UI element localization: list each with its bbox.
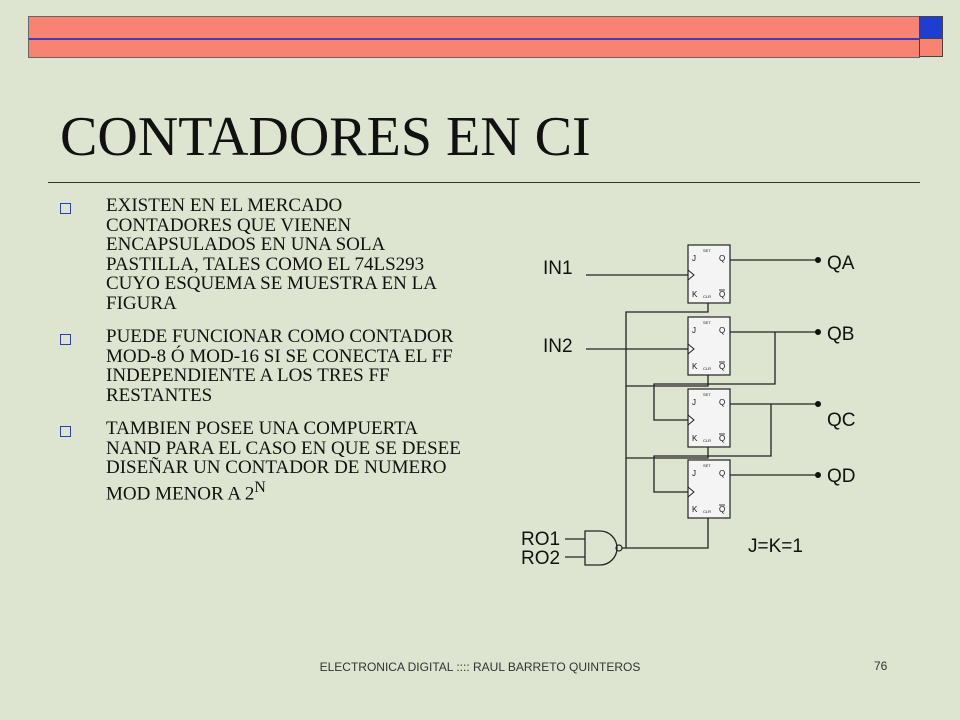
- ff-d: J K Q Q SET CLR: [687, 459, 731, 519]
- svg-text:CLR: CLR: [703, 509, 711, 514]
- ff-c: J K Q Q SET CLR: [687, 388, 731, 448]
- ff-b: J K Q Q SET CLR: [687, 316, 731, 376]
- svg-text:Q: Q: [719, 362, 725, 371]
- label-ro1: RO1: [521, 529, 560, 550]
- svg-text:CLR: CLR: [703, 294, 711, 299]
- svg-text:Q: Q: [719, 398, 725, 407]
- svg-text:K: K: [692, 362, 698, 371]
- svg-text:K: K: [692, 290, 698, 299]
- svg-text:Q: Q: [719, 326, 725, 335]
- svg-text:CLR: CLR: [703, 438, 711, 443]
- banner-square-red: [919, 38, 943, 57]
- svg-text:SET: SET: [703, 320, 711, 325]
- label-ro2: RO2: [521, 548, 560, 569]
- bullet-item: PUEDE FUNCIONAR COMO CONTADOR MOD-8 Ó MO…: [60, 327, 470, 405]
- label-qa: QA: [827, 253, 855, 274]
- slide-title: CONTADORES EN CI: [60, 106, 591, 168]
- svg-text:CLR: CLR: [703, 366, 711, 371]
- nand-bubble: [615, 544, 623, 552]
- svg-text:Q: Q: [719, 254, 725, 263]
- footer-text: ELECTRONICA DIGITAL :::: RAUL BARRETO QU…: [319, 660, 641, 674]
- svg-text:J: J: [692, 326, 696, 335]
- svg-text:Q: Q: [719, 290, 725, 299]
- ff-a: J K Q Q SET CLR: [687, 244, 731, 304]
- label-qc: QC: [827, 410, 856, 431]
- label-jk-condition: J=K=1: [748, 536, 803, 557]
- svg-text:Q: Q: [719, 434, 725, 443]
- svg-text:J: J: [692, 469, 696, 478]
- svg-text:K: K: [692, 434, 698, 443]
- svg-text:SET: SET: [703, 248, 711, 253]
- title-divider: [48, 182, 920, 183]
- svg-text:J: J: [692, 398, 696, 407]
- svg-text:SET: SET: [703, 463, 711, 468]
- bullet-superscript: N: [254, 478, 266, 496]
- label-in1: IN1: [543, 258, 573, 279]
- svg-text:Q: Q: [719, 505, 725, 514]
- page-number: 76: [874, 659, 888, 673]
- label-qd: QD: [827, 466, 856, 487]
- bullet-square-icon: [60, 334, 71, 345]
- bullet-text: PUEDE FUNCIONAR COMO CONTADOR MOD-8 Ó MO…: [106, 326, 454, 406]
- svg-text:SET: SET: [703, 392, 711, 397]
- bullet-item: EXISTEN EN EL MERCADO CONTADORES QUE VIE…: [60, 196, 470, 313]
- label-qb: QB: [827, 324, 854, 345]
- bullet-list: EXISTEN EN EL MERCADO CONTADORES QUE VIE…: [60, 196, 470, 517]
- bullet-text: EXISTEN EN EL MERCADO CONTADORES QUE VIE…: [106, 195, 436, 314]
- svg-text:J: J: [692, 254, 696, 263]
- bullet-text: TAMBIEN POSEE UNA COMPUERTA NAND PARA EL…: [106, 418, 461, 504]
- bullet-item: TAMBIEN POSEE UNA COMPUERTA NAND PARA EL…: [60, 419, 470, 503]
- output-dots: [815, 257, 821, 478]
- bullet-square-icon: [60, 426, 71, 437]
- svg-text:K: K: [692, 505, 698, 514]
- label-in2: IN2: [543, 336, 573, 357]
- bullet-square-icon: [60, 203, 71, 214]
- svg-text:Q: Q: [719, 469, 725, 478]
